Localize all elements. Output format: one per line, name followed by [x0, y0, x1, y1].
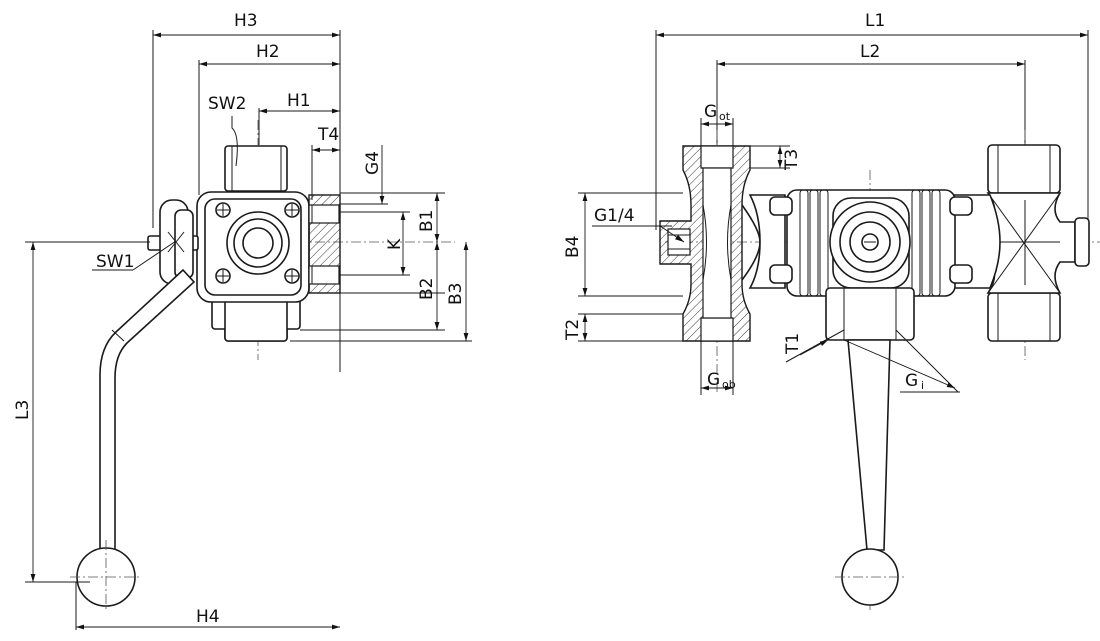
side-view — [25, 30, 472, 630]
label-G4: G4 — [363, 151, 383, 175]
label-H1: H1 — [287, 91, 311, 111]
label-T3: T3 — [782, 149, 802, 171]
lever — [99, 268, 196, 553]
label-B2: B2 — [417, 278, 437, 300]
label-L2: L2 — [860, 42, 880, 62]
label-H3: H3 — [234, 11, 258, 31]
label-L3: L3 — [13, 400, 33, 420]
label-B4: B4 — [563, 236, 583, 258]
label-SW1: SW1 — [96, 252, 134, 272]
label-T2: T2 — [563, 319, 583, 341]
lever-front — [847, 339, 891, 551]
label-H4: H4 — [196, 607, 220, 627]
right-bottom-port — [987, 292, 1061, 342]
label-G14: G1/4 — [594, 206, 635, 226]
front-view — [578, 30, 1100, 610]
right-top-port — [987, 144, 1061, 194]
label-Gob: G — [707, 370, 720, 390]
label-Gi-sub: i — [921, 379, 924, 392]
label-B3: B3 — [446, 283, 466, 305]
label-Gi: G — [905, 371, 918, 391]
label-SW2: SW2 — [208, 94, 246, 114]
label-K: K — [385, 238, 405, 250]
label-T4: T4 — [317, 125, 339, 145]
label-Gob-sub: ob — [722, 378, 736, 391]
label-B1: B1 — [417, 210, 437, 232]
label-T1: T1 — [783, 333, 803, 355]
label-Got-sub: ot — [719, 110, 731, 123]
label-L1: L1 — [865, 11, 885, 31]
upper-port — [224, 145, 288, 192]
label-G: G — [704, 102, 717, 122]
label-H2: H2 — [256, 42, 280, 62]
